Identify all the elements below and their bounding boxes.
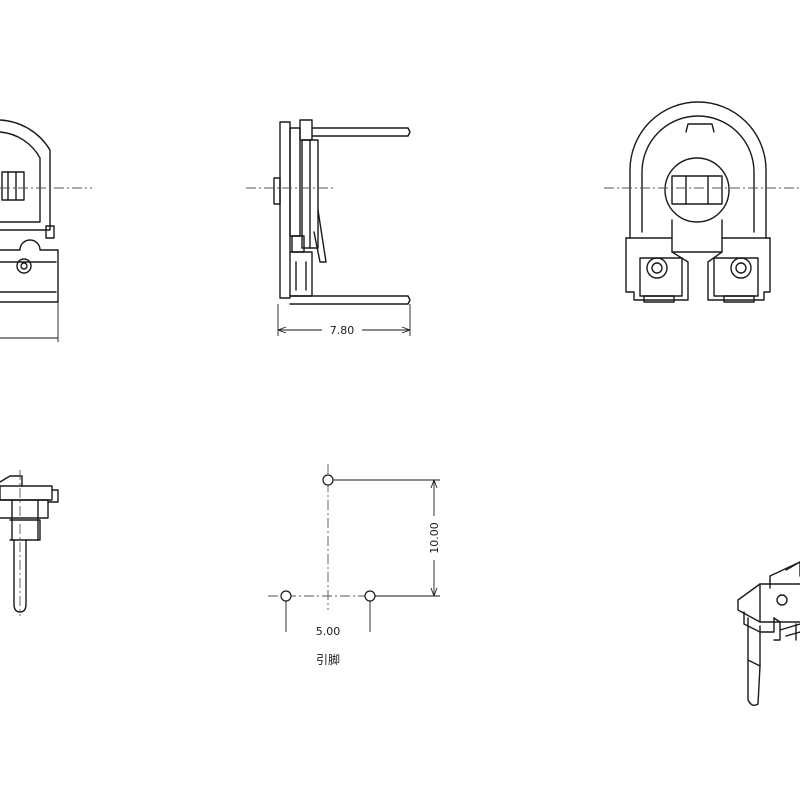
pin-vertical-dimension: 10.00 (428, 522, 441, 554)
side-width-dimension: 7.80 (330, 324, 355, 337)
pin-layout-caption: 引脚 (316, 652, 340, 667)
pin-layout: 10.00 5.00 引脚 (268, 464, 442, 667)
front-view-left (0, 119, 92, 342)
pin-top (322, 474, 334, 486)
pin-bottom-left (280, 590, 292, 602)
bottom-view-left (0, 470, 59, 616)
pin-horizontal-dimension: 5.00 (316, 625, 341, 638)
front-view-right (604, 101, 800, 303)
side-view: 7.80 (246, 119, 411, 337)
isometric-view (737, 561, 800, 707)
pin-bottom-right (364, 590, 376, 602)
